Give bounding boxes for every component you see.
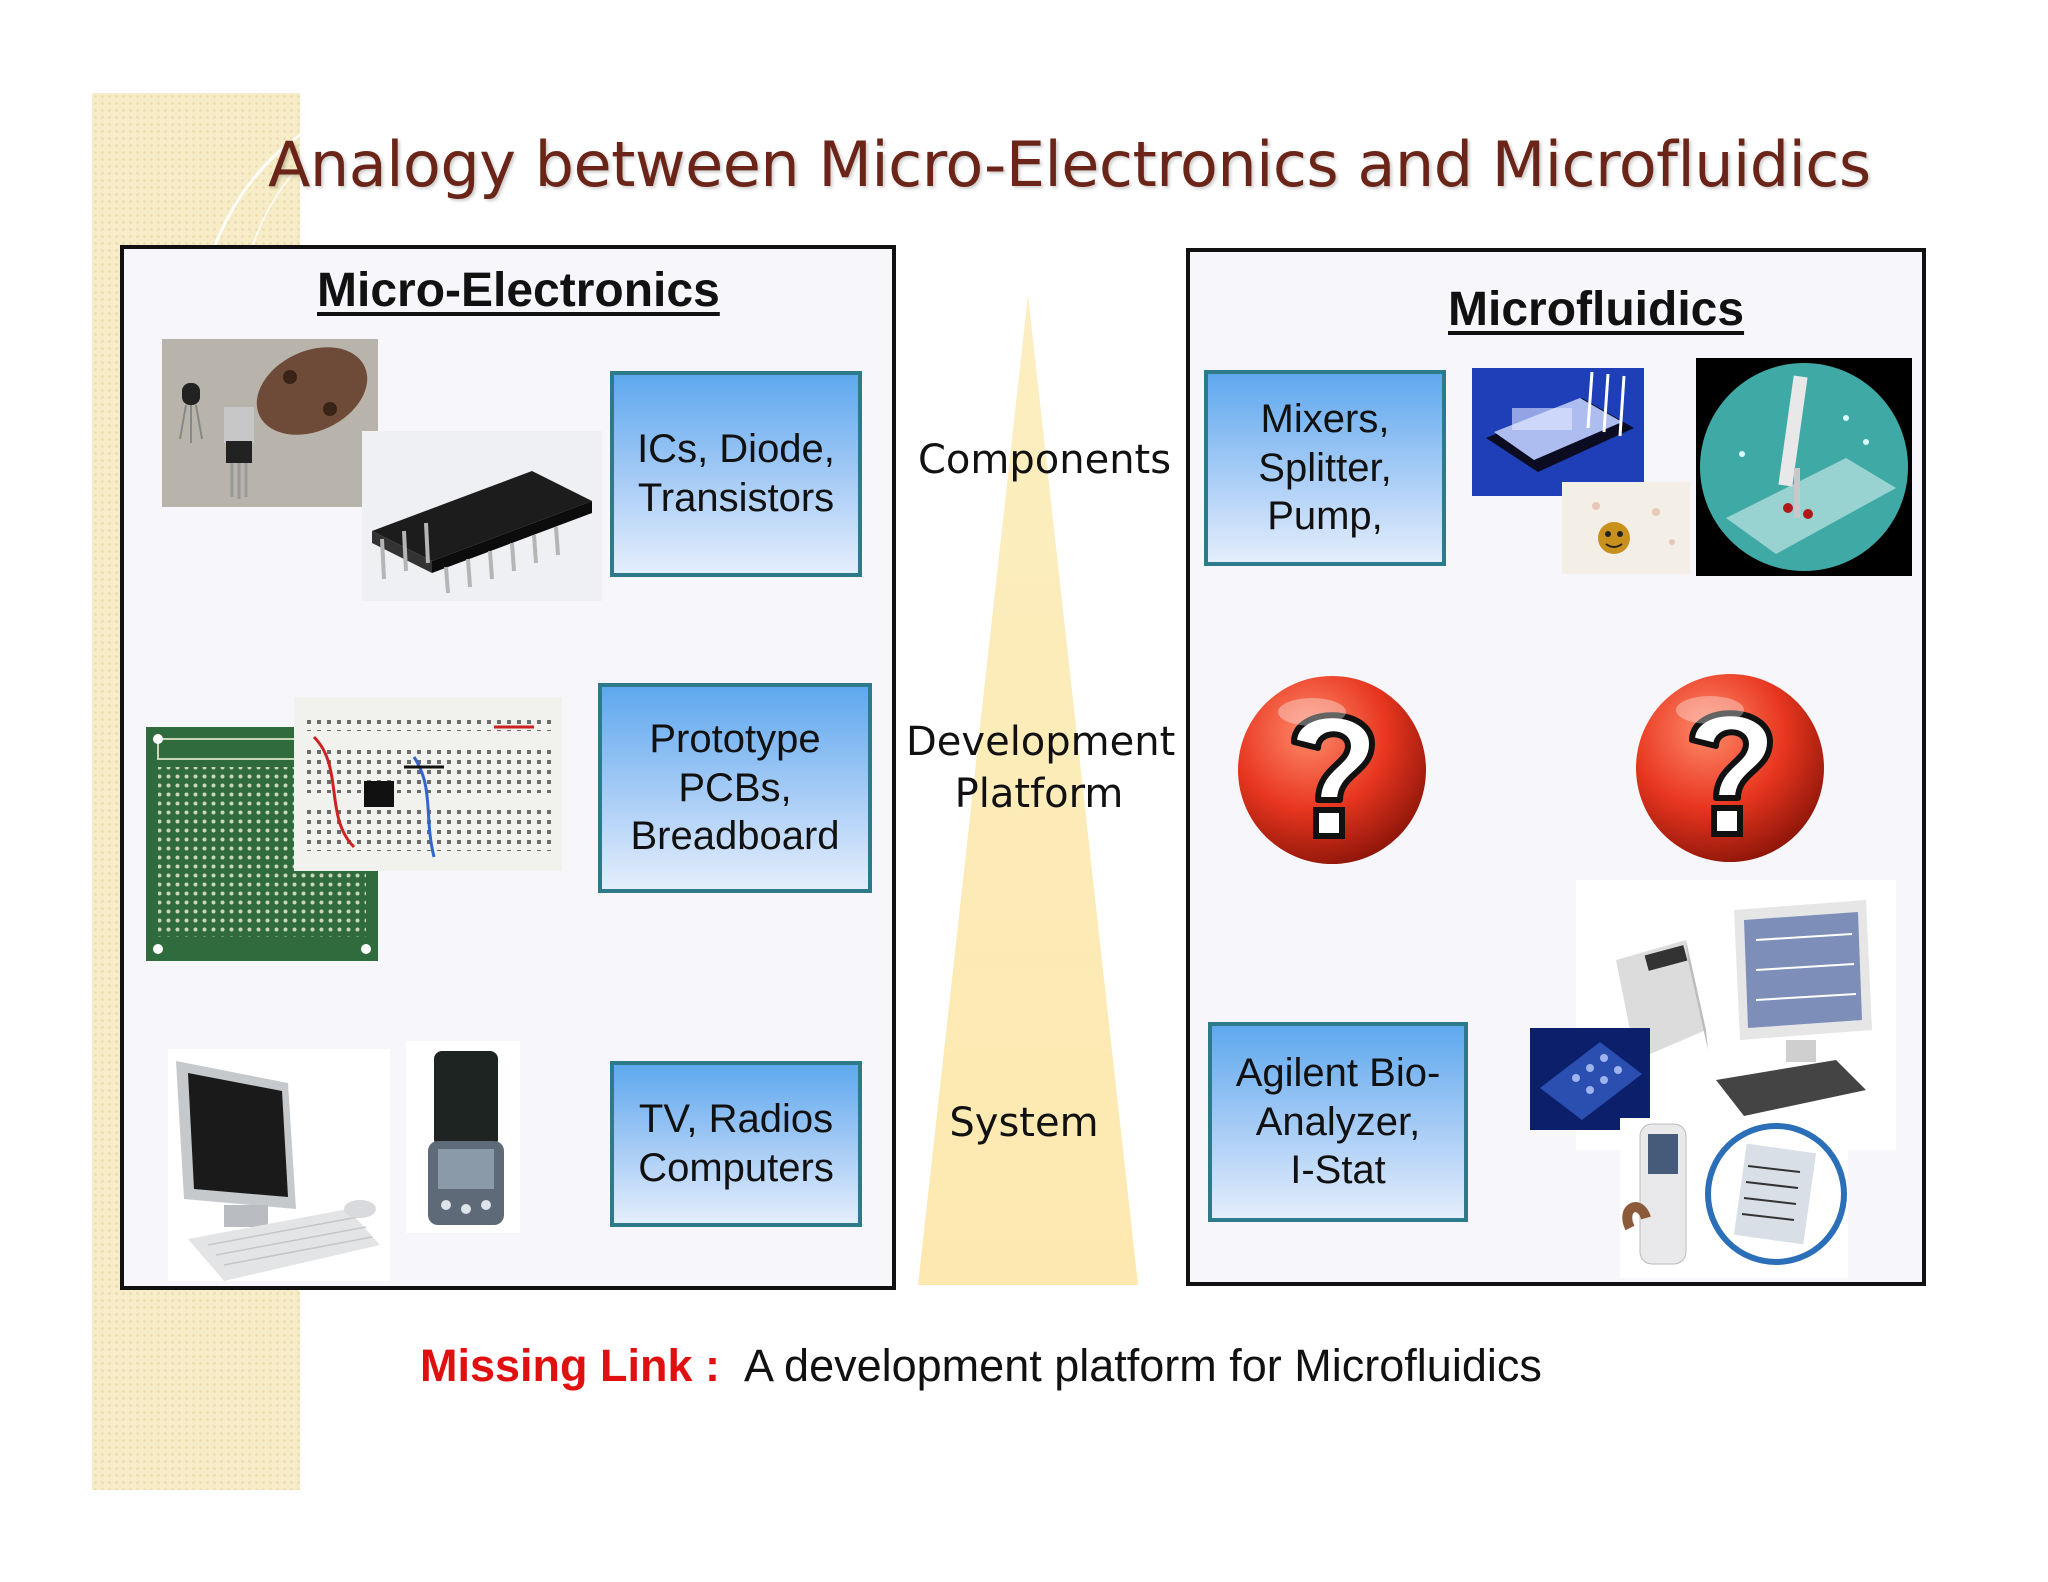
ics-diode-transistors-box: ICs, Diode, Transistors <box>610 371 862 577</box>
slide-title: Analogy between Micro-Electronics and Mi… <box>268 128 1871 201</box>
istat-handheld-photo <box>1620 1118 1848 1278</box>
level-development-platform: Development Platform <box>906 719 1176 817</box>
micro-electronics-panel: Micro-Electronics ICs, Diode, Transistor… <box>120 245 896 1290</box>
hierarchy-triangle <box>918 295 1138 1285</box>
missing-link-label: Missing Link : <box>420 1340 721 1391</box>
agilent-bioanalyzer-istat-box: Agilent Bio- Analyzer, I-Stat <box>1208 1022 1468 1222</box>
level-components: Components <box>918 437 1172 483</box>
missing-link-text: A development platform for Microfluidics <box>744 1340 1542 1391</box>
micro-electronics-heading: Micro-Electronics <box>317 264 720 317</box>
breadboard-photo <box>294 697 562 871</box>
prototype-pcbs-breadboard-box: Prototype PCBs, Breadboard <box>598 683 872 893</box>
mixers-splitter-pump-box: Mixers, Splitter, Pump, <box>1204 370 1446 566</box>
question-mark-icon <box>1238 676 1426 864</box>
computer-photo <box>168 1049 390 1281</box>
question-mark-icon <box>1636 674 1824 862</box>
microfluidics-panel: Microfluidics Mixers, Splitter, Pump, <box>1186 248 1926 1286</box>
sensor-chip-photo <box>1562 482 1690 574</box>
pda-photo <box>406 1041 520 1233</box>
lab-chip-photo <box>1530 1028 1650 1130</box>
transistors-photo <box>162 339 378 507</box>
syringe-chip-photo <box>1696 358 1912 576</box>
missing-link-note: Missing Link : A development platform for… <box>420 1340 1542 1392</box>
ic-chip-photo <box>362 431 602 601</box>
tv-radios-computers-box: TV, Radios Computers <box>610 1061 862 1227</box>
microfluidics-heading: Microfluidics <box>1448 283 1745 336</box>
microfluidic-chip-photo <box>1472 368 1644 496</box>
level-system: System <box>949 1100 1099 1146</box>
